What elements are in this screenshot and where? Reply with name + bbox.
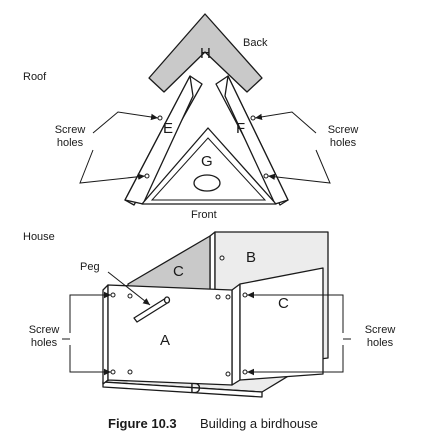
house-left-arrow-bottom (69, 345, 111, 376)
panel-d-edge (102, 381, 263, 398)
piece-label-f: F (236, 120, 245, 137)
panel-c-right-side (231, 283, 241, 386)
screw-hole (242, 292, 248, 298)
screw-hole (250, 115, 256, 121)
panel-a (107, 284, 233, 386)
screw-hole (215, 294, 221, 300)
house-label: House (23, 231, 55, 243)
piece-label-h: H (200, 45, 211, 62)
screw-hole (110, 292, 116, 298)
screw-hole (242, 369, 248, 375)
roof-right-arrow-top (254, 111, 317, 134)
screw-hole (225, 294, 231, 300)
screw-hole (263, 173, 269, 179)
panel-h-back (148, 13, 263, 93)
panel-g-inner-edge (150, 137, 267, 201)
panel-c-right (239, 267, 324, 381)
house-right-arrow-top (247, 291, 344, 333)
panel-a-side (102, 284, 109, 385)
screw-hole (219, 255, 225, 261)
peg-label: Peg (80, 261, 100, 273)
screw-hole (127, 369, 133, 375)
roof-right-arrow-bottom (267, 149, 331, 184)
caption-number: Figure 10.3 (108, 416, 177, 431)
peg-end (163, 296, 171, 304)
caption-text: Building a birdhouse (200, 416, 318, 431)
screw-hole (157, 115, 163, 121)
piece-label-c-right: C (278, 295, 289, 312)
piece-label-c-left: C (173, 263, 184, 280)
piece-label-e: E (163, 120, 173, 137)
panel-g-front (141, 127, 277, 205)
piece-label-d: D (190, 380, 201, 397)
back-label: Back (243, 37, 268, 49)
screw-hole (110, 369, 116, 375)
peg-arrow (107, 271, 151, 306)
roof-left-arrow-bottom (79, 149, 146, 184)
screw-hole (225, 371, 231, 377)
roof-left-arrow-top (92, 111, 159, 134)
figure-caption: Figure 10.3 Building a birdhouse (108, 416, 318, 431)
house-left-arrow-top (69, 291, 111, 333)
piece-label-b: B (246, 249, 256, 266)
roof-label: Roof (23, 71, 47, 83)
piece-label-g: G (201, 153, 213, 170)
screw-hole (127, 293, 133, 299)
piece-label-a: A (160, 332, 170, 349)
entrance-hole (193, 174, 221, 192)
house-right-arrow-bottom (247, 345, 344, 376)
screw-hole (144, 173, 150, 179)
front-label: Front (191, 209, 217, 221)
